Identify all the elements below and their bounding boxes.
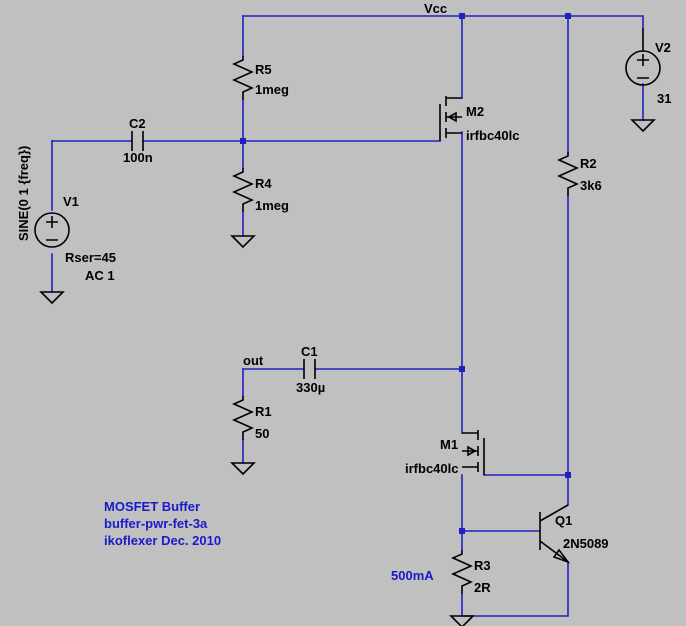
ground-icon	[230, 462, 256, 476]
resistor-r4	[232, 168, 254, 212]
ground-icon	[230, 235, 256, 249]
r2-ref: R2	[580, 156, 597, 171]
m2-ref: M2	[466, 104, 484, 119]
q1-ref: Q1	[555, 513, 572, 528]
r1-ref: R1	[255, 404, 272, 419]
v1-ac: AC 1	[85, 268, 115, 283]
m1-ref: M1	[440, 437, 458, 452]
r2-value: 3k6	[580, 178, 602, 193]
r5-value: 1meg	[255, 82, 289, 97]
r3-value: 2R	[474, 580, 491, 595]
v1-rser: Rser=45	[65, 250, 116, 265]
voltage-source-v2	[625, 28, 661, 86]
r3-ref: R3	[474, 558, 491, 573]
r4-ref: R4	[255, 176, 272, 191]
c1-value: 330µ	[296, 380, 325, 395]
v1-value: SINE(0 1 {freq})	[16, 146, 31, 241]
current-annotation: 500mA	[391, 568, 434, 583]
v1-ref: V1	[63, 194, 79, 209]
c2-value: 100n	[123, 150, 153, 165]
r4-value: 1meg	[255, 198, 289, 213]
net-label-out: out	[243, 353, 264, 368]
c1-ref: C1	[301, 344, 318, 359]
junctions	[240, 13, 571, 534]
wires	[51, 15, 644, 617]
title-line-2: buffer-pwr-fet-3a	[104, 516, 208, 531]
v2-value: 31	[657, 91, 671, 106]
ground-icon	[630, 119, 656, 133]
transistor-q1	[539, 504, 571, 564]
r5-ref: R5	[255, 62, 272, 77]
resistor-r2	[557, 152, 579, 196]
title-line-1: MOSFET Buffer	[104, 499, 200, 514]
ground-icon	[39, 291, 65, 305]
mosfet-m1	[462, 430, 485, 475]
resistor-r1	[232, 396, 254, 440]
net-label-vcc: Vcc	[424, 1, 447, 16]
m2-value: irfbc40lc	[466, 128, 519, 143]
title-line-3: ikoflexer Dec. 2010	[104, 533, 221, 548]
resistor-r3	[451, 550, 473, 594]
c2-ref: C2	[129, 116, 146, 131]
ground-icon	[449, 615, 475, 626]
v2-ref: V2	[655, 40, 671, 55]
mosfet-m2	[439, 96, 462, 141]
r1-value: 50	[255, 426, 269, 441]
capacitor-c1	[303, 359, 316, 379]
voltage-source-v1	[34, 212, 70, 248]
resistor-r5	[232, 56, 254, 100]
capacitor-c2	[131, 131, 144, 151]
m1-value: irfbc40lc	[405, 461, 458, 476]
q1-value: 2N5089	[563, 536, 609, 551]
